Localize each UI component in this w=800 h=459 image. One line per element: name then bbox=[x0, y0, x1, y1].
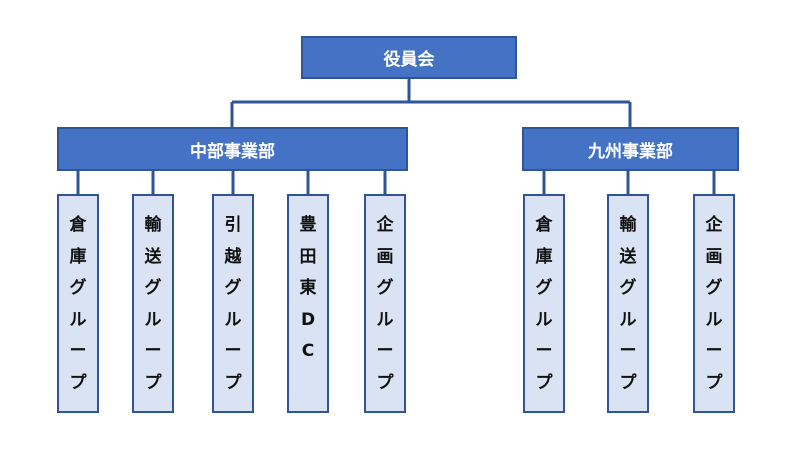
group-box-kyushu-warehouse: 倉庫グループ bbox=[523, 194, 565, 413]
group-label-char: 東 bbox=[299, 278, 317, 298]
group-label-char: プ bbox=[144, 372, 162, 393]
group-label-char: プ bbox=[705, 372, 723, 393]
group-label-char: プ bbox=[69, 372, 87, 393]
division-node-kyushu: 九州事業部 bbox=[522, 127, 739, 171]
group-box-kyushu-transport: 輸送グループ bbox=[607, 194, 649, 413]
group-label-char: グ bbox=[69, 278, 87, 298]
group-label-char: ー bbox=[619, 341, 637, 361]
group-label-char: ー bbox=[144, 341, 162, 361]
group-label-char: グ bbox=[144, 278, 162, 298]
group-label-char: ー bbox=[376, 341, 394, 361]
group-label-char: 引 bbox=[224, 215, 242, 235]
group-label-char: 越 bbox=[224, 246, 242, 267]
group-label-char: ー bbox=[224, 341, 242, 361]
group-label-char: グ bbox=[376, 278, 394, 298]
group-box-chubu-warehouse: 倉庫グループ bbox=[57, 194, 99, 413]
group-label-char: 画 bbox=[705, 246, 723, 267]
group-label-char: プ bbox=[535, 372, 553, 393]
group-label-char: ー bbox=[705, 341, 723, 361]
division-node-chubu: 中部事業部 bbox=[57, 127, 408, 171]
group-label-char: D bbox=[300, 309, 316, 330]
group-label-char: 庫 bbox=[69, 246, 87, 267]
group-label-char: グ bbox=[535, 278, 553, 298]
group-label-char: ル bbox=[144, 309, 162, 330]
group-label-char: ル bbox=[535, 309, 553, 330]
group-label-char: 豊 bbox=[299, 215, 317, 235]
group-label-char: プ bbox=[224, 372, 242, 393]
group-label-char: ー bbox=[535, 341, 553, 361]
group-label-char: 画 bbox=[376, 246, 394, 267]
group-label-char: ル bbox=[224, 309, 242, 330]
group-label-char: C bbox=[301, 341, 315, 361]
group-box-chubu-moving: 引越グループ bbox=[212, 194, 254, 413]
group-box-kyushu-planning: 企画グループ bbox=[693, 194, 735, 413]
group-label-char: 企 bbox=[376, 215, 394, 235]
group-label-char: 田 bbox=[299, 246, 317, 267]
group-label-char: グ bbox=[224, 278, 242, 298]
group-label-char: プ bbox=[376, 372, 394, 393]
group-label-char: ー bbox=[69, 341, 87, 361]
group-label-char: 送 bbox=[144, 246, 162, 267]
group-label-char: ル bbox=[705, 309, 723, 330]
group-box-chubu-planning: 企画グループ bbox=[364, 194, 406, 413]
group-label-char: ル bbox=[619, 309, 637, 330]
group-label-char: プ bbox=[619, 372, 637, 393]
group-label-char: 倉 bbox=[69, 215, 87, 235]
root-node-board: 役員会 bbox=[301, 36, 517, 79]
group-label-char: ル bbox=[376, 309, 394, 330]
group-label-char: グ bbox=[619, 278, 637, 298]
group-label-char: 送 bbox=[619, 246, 637, 267]
group-label-char: 庫 bbox=[535, 246, 553, 267]
group-label-char: 輸 bbox=[619, 215, 637, 235]
group-box-chubu-transport: 輸送グループ bbox=[132, 194, 174, 413]
group-label-char: グ bbox=[705, 278, 723, 298]
group-label-char: ル bbox=[69, 309, 87, 330]
group-label-char: 企 bbox=[705, 215, 723, 235]
group-label-char: 倉 bbox=[535, 215, 553, 235]
group-label-char: 輸 bbox=[144, 215, 162, 235]
